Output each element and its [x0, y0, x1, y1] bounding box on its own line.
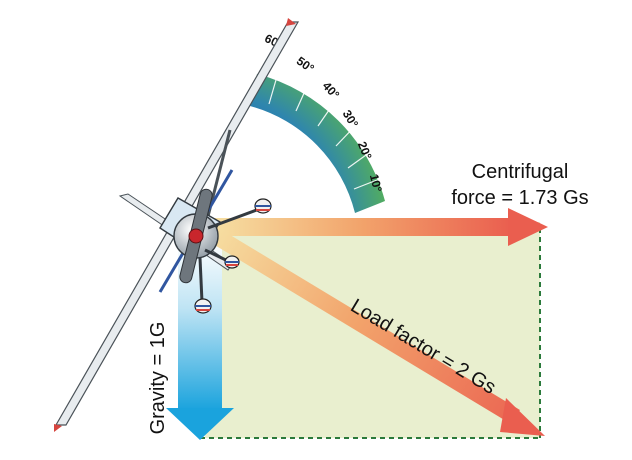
load-factor-arrow: [203, 224, 545, 436]
bank-tick-20: 20°: [355, 139, 375, 161]
centrifugal-label-line1: Centrifugal: [472, 161, 569, 183]
bank-tick-10: 10°: [367, 173, 385, 194]
gravity-label: Gravity = 1G: [147, 322, 169, 435]
airplane-front-view-banked-icon: [54, 18, 300, 432]
centrifugal-force-arrow: [212, 208, 548, 246]
bank-tick-50: 50°: [294, 54, 317, 76]
centrifugal-label-line2: force = 1.73 Gs: [451, 187, 588, 209]
bank-tick-40: 40°: [320, 79, 343, 102]
bank-angle-arc: [250, 74, 385, 213]
